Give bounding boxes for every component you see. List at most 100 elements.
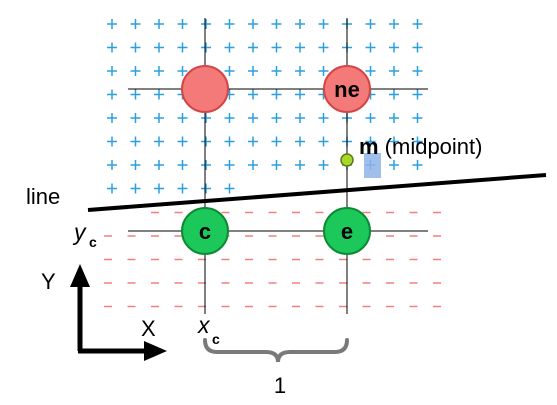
plus-mark [224,42,235,53]
plus-mark [318,113,329,123]
yc-subscript: c [89,234,97,250]
plus-mark [224,19,235,29]
midpoint-label: m (midpoint) [359,134,482,159]
plus-mark [154,113,164,123]
plus-mark [295,42,305,53]
midpoint-dot [340,153,354,167]
plus-mark [295,89,305,100]
plus-mark [271,160,282,170]
pixel-e: e [323,207,371,255]
plus-mark [224,113,235,123]
pixel-c-circle [181,207,229,255]
y-axis-arrowhead [70,264,90,287]
plus-mark [412,89,423,100]
plus-mark [177,113,188,123]
line-label: line [26,184,60,209]
plus-mark [248,136,258,147]
xc-subscript: c [212,331,220,347]
plus-mark [248,19,258,29]
plus-mark [389,160,399,170]
plus-mark [248,113,258,123]
plus-mark [318,66,329,76]
plus-mark [248,66,258,76]
plus-mark [130,183,141,194]
plus-mark [389,66,399,76]
plus-mark [318,42,329,53]
brace-value: 1 [274,373,286,398]
y-axis-label: Y [41,269,56,294]
plus-mark [271,113,282,123]
plus-mark [107,113,117,123]
plus-mark [365,66,376,76]
plus-mark [412,136,423,147]
x-axis-arrowhead [144,341,167,361]
plus-mark [365,136,376,147]
plus-mark [130,113,141,123]
plus-mark [271,66,282,76]
plus-mark [318,19,329,29]
pixel-grid [128,18,428,314]
plus-mark [154,89,164,100]
plus-mark [130,42,141,53]
plus-mark [389,42,399,53]
below-line-dash-field [104,211,441,308]
plus-mark [295,160,305,170]
plus-mark [412,42,423,53]
midpoint-label-rest: (midpoint) [379,134,483,159]
plus-mark [295,113,305,123]
plus-mark [365,19,376,29]
plus-mark [154,136,164,147]
plus-mark [224,183,235,194]
plus-mark [389,89,399,100]
plus-mark [295,19,305,29]
plus-mark [107,66,117,76]
plus-mark [107,136,117,147]
plus-mark [201,136,211,147]
plus-mark [130,19,141,29]
plus-mark [365,113,376,123]
unit-brace [203,338,349,363]
plus-mark [318,136,329,147]
plus-mark [177,136,188,147]
plus-mark [177,160,188,170]
plus-mark [271,42,282,53]
pixel-c: c [181,207,229,255]
plus-mark [177,183,188,194]
pixel-nw-circle [181,65,229,113]
pixel-ne: ne [323,65,371,113]
plus-mark [107,160,117,170]
plus-mark [201,113,211,123]
axes-indicator: Y X [41,264,167,361]
plus-mark [224,66,235,76]
plus-mark [224,160,235,170]
plus-mark [201,160,211,170]
plus-mark [271,89,282,100]
plus-mark [248,42,258,53]
plus-mark [224,136,235,147]
plus-mark [412,66,423,76]
pixel-ne-label: ne [334,77,360,102]
yc-label: y [72,219,87,245]
plus-mark [201,19,211,29]
xc-label: x [197,312,211,338]
midpoint-highlight [364,153,381,178]
plus-mark [389,136,399,147]
plus-mark [130,89,141,100]
plus-mark [154,42,164,53]
above-line-plus-field [107,19,423,194]
plus-mark [130,160,141,170]
plus-mark [295,66,305,76]
plus-mark [271,19,282,29]
plus-mark [201,183,211,194]
plus-mark [248,160,258,170]
plus-mark [248,89,258,100]
plus-mark [177,42,188,53]
plus-mark [412,160,423,170]
plus-mark [389,19,399,29]
plus-mark [107,19,117,29]
midpoint-label-m: m [359,134,379,159]
plus-mark [154,66,164,76]
plus-mark [107,183,117,194]
plus-mark [412,113,423,123]
